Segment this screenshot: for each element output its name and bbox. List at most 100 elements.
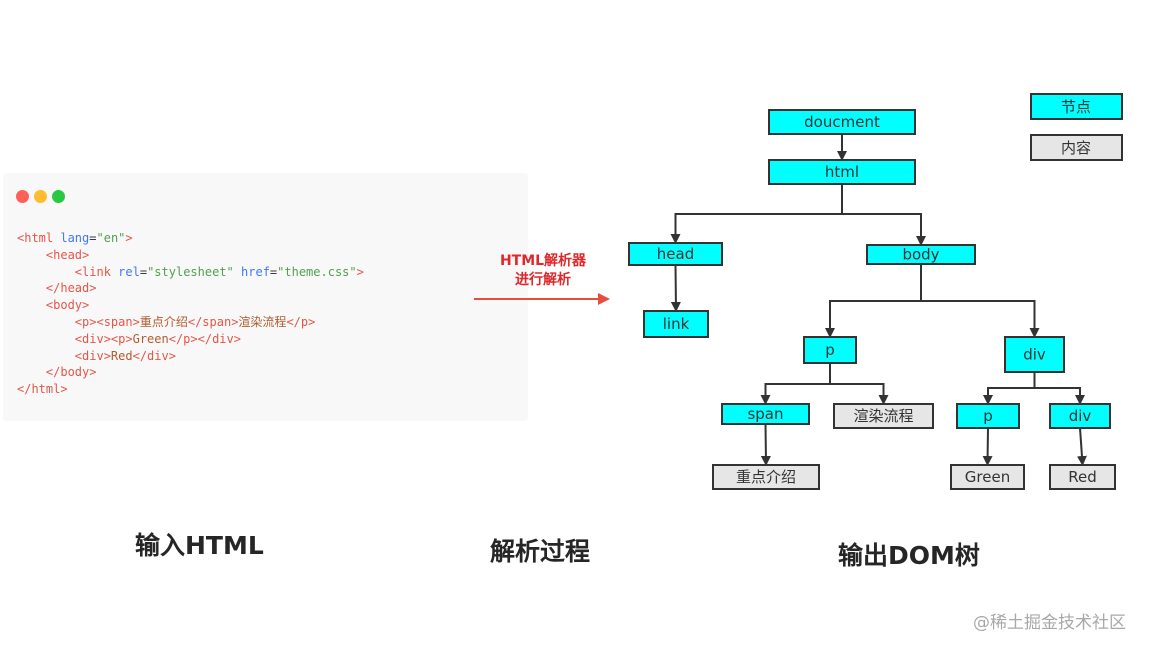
tree-node-render_text: 渲染流程 bbox=[833, 403, 934, 429]
code-token: </html> bbox=[17, 382, 68, 397]
tree-node-label: link bbox=[663, 315, 690, 333]
code-token: "stylesheet" bbox=[147, 264, 234, 279]
tree-edge-div1-p2 bbox=[983, 387, 1035, 405]
tree-node-label: p bbox=[825, 341, 835, 359]
code-token: <div><p> bbox=[74, 331, 133, 346]
tree-node-div1: div bbox=[1004, 336, 1065, 373]
legend-node-label: 节点 bbox=[1061, 98, 1091, 116]
tree-node-div2: div bbox=[1049, 403, 1111, 429]
code-line: <p><span>重点介绍</span>渲染流程</p> bbox=[17, 314, 364, 331]
tree-node-span: span bbox=[721, 403, 810, 425]
window-minimize-dot bbox=[34, 190, 47, 203]
caption-output-dom-tree: 输出DOM树 bbox=[838, 541, 980, 570]
window-maximize-dot bbox=[52, 190, 65, 203]
tree-node-label: doucment bbox=[804, 113, 880, 131]
legend-content-swatch bbox=[1030, 134, 1123, 161]
caption-input-html: 输入HTML bbox=[135, 531, 264, 560]
code-token: lang bbox=[60, 231, 90, 245]
code-window: <html lang="en"> <head> <link rel="style… bbox=[3, 173, 528, 421]
tree-node-label: 重点介绍 bbox=[736, 468, 796, 486]
tree-node-label: div bbox=[1069, 407, 1092, 425]
code-token: <div> bbox=[74, 348, 111, 363]
caption-parse-process: 解析过程 bbox=[490, 537, 591, 566]
code-token: > bbox=[125, 231, 133, 245]
tree-edge-p1-render_text bbox=[830, 383, 889, 405]
code-token: 渲染流程 bbox=[238, 314, 287, 329]
tree-edge-p2-green_text bbox=[982, 427, 993, 466]
html-source-code: <html lang="en"> <head> <link rel="style… bbox=[17, 230, 364, 398]
tree-node-box bbox=[1004, 336, 1065, 373]
tree-edge-body-p1 bbox=[825, 300, 921, 338]
tree-node-label: Green bbox=[965, 468, 1010, 486]
tree-edge-html-head bbox=[670, 213, 842, 244]
code-token: = bbox=[269, 264, 278, 279]
code-token: "theme.css" bbox=[277, 264, 357, 279]
code-line: <head> bbox=[17, 247, 364, 264]
code-token: <body> bbox=[45, 298, 90, 313]
parser-arrow-label: HTML解析器 进行解析 bbox=[473, 252, 613, 290]
tree-node-box bbox=[803, 336, 857, 364]
tree-node-label: span bbox=[747, 405, 783, 423]
code-line: <link rel="stylesheet" href="theme.css"> bbox=[17, 264, 364, 281]
tree-node-box bbox=[721, 403, 810, 425]
code-token: > bbox=[356, 264, 364, 279]
tree-edge-span-key_text bbox=[760, 423, 771, 466]
tree-node-label: html bbox=[825, 163, 859, 181]
code-token: Green bbox=[132, 331, 169, 346]
tree-node-box bbox=[950, 464, 1025, 490]
tree-node-red_text: Red bbox=[1049, 464, 1116, 490]
tree-node-body: body bbox=[866, 244, 976, 265]
parser-label-line1: HTML解析器 bbox=[499, 253, 587, 269]
tree-node-key_text: 重点介绍 bbox=[712, 464, 820, 490]
tree-node-box bbox=[956, 403, 1020, 429]
tree-edge-head-link bbox=[670, 264, 681, 312]
code-line: <div><p>Green</p></div> bbox=[17, 331, 364, 348]
code-token: </body> bbox=[45, 365, 97, 380]
tree-node-document: doucment bbox=[768, 109, 916, 135]
code-line: <body> bbox=[17, 297, 364, 314]
tree-node-box bbox=[643, 310, 709, 338]
code-line: <div>Red</div> bbox=[17, 348, 364, 365]
watermark: @稀土掘金技术社区 bbox=[973, 613, 1126, 633]
code-line: </html> bbox=[17, 381, 364, 398]
tree-edge-div2-red_text bbox=[1076, 427, 1087, 466]
tree-edge-html-body bbox=[842, 213, 926, 246]
tree-edge-body-div1 bbox=[921, 300, 1040, 338]
code-token: <link bbox=[74, 264, 119, 279]
code-token: </head> bbox=[45, 281, 97, 296]
code-line: </head> bbox=[17, 280, 364, 297]
code-token: <head> bbox=[45, 247, 90, 262]
tree-node-head: head bbox=[628, 242, 723, 266]
tree-node-label: div bbox=[1023, 346, 1046, 364]
tree-node-label: 渲染流程 bbox=[853, 407, 913, 425]
window-close-dot bbox=[16, 190, 29, 203]
tree-node-html: html bbox=[768, 159, 916, 185]
code-token: = bbox=[89, 231, 97, 245]
code-token: </span> bbox=[187, 314, 239, 329]
tree-node-box bbox=[1049, 464, 1116, 490]
tree-node-p1: p bbox=[803, 336, 857, 364]
code-token: 重点介绍 bbox=[139, 314, 188, 329]
legend-node-swatch bbox=[1030, 93, 1123, 120]
code-token: rel bbox=[118, 264, 140, 279]
legend: 节点 内容 bbox=[1030, 93, 1123, 161]
parser-label-line2: 进行解析 bbox=[515, 272, 571, 288]
code-token: = bbox=[139, 264, 148, 279]
tree-node-box bbox=[833, 403, 934, 429]
tree-node-box bbox=[712, 464, 820, 490]
tree-edge-p1-span bbox=[760, 383, 830, 405]
code-token: href bbox=[241, 264, 270, 279]
tree-node-box bbox=[768, 109, 916, 135]
tree-node-box bbox=[1049, 403, 1111, 429]
tree-node-link: link bbox=[643, 310, 709, 338]
tree-node-p2: p bbox=[956, 403, 1020, 429]
tree-node-box bbox=[768, 159, 916, 185]
tree-node-label: Red bbox=[1068, 468, 1097, 486]
tree-node-label: body bbox=[902, 246, 939, 264]
code-token: <html bbox=[17, 231, 61, 245]
code-token: </p></div> bbox=[168, 331, 241, 346]
code-token: </p> bbox=[286, 314, 316, 329]
legend-content-label: 内容 bbox=[1061, 139, 1091, 157]
code-token: Red bbox=[110, 348, 133, 363]
